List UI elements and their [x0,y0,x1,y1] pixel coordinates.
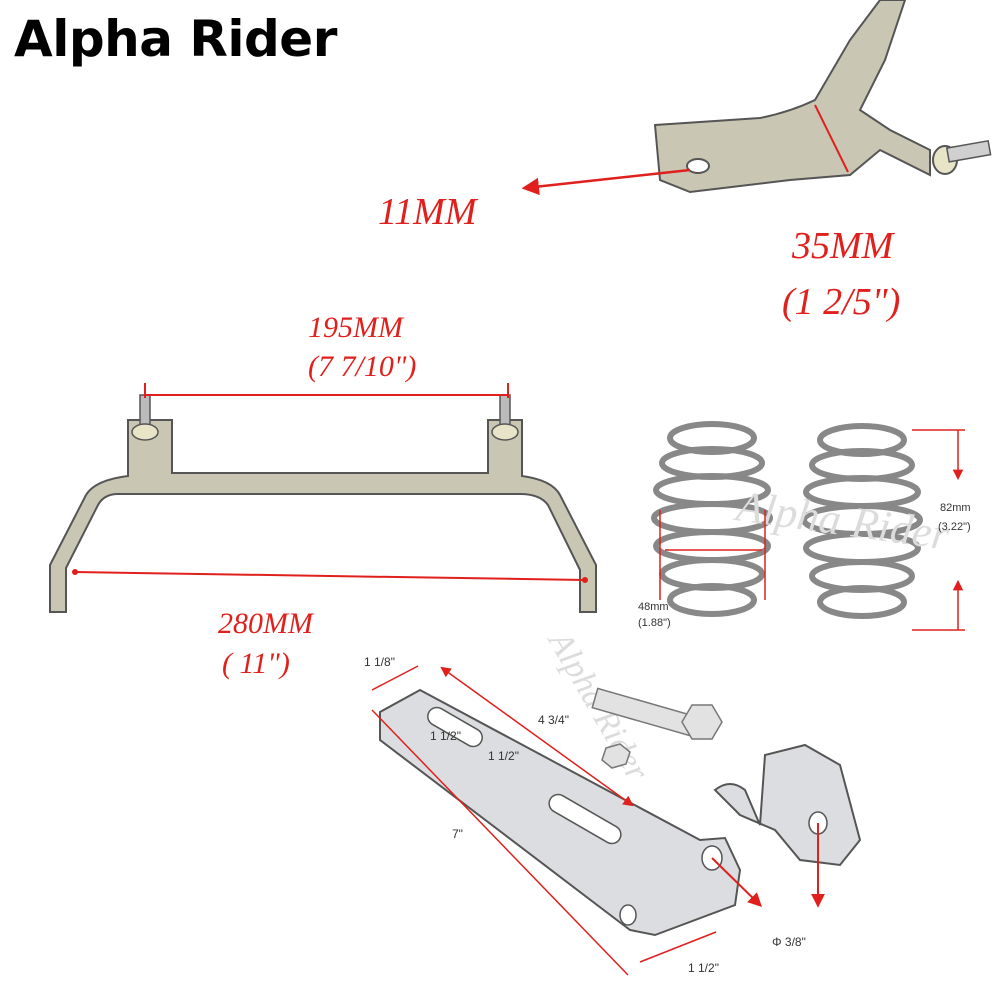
width-in-label: (1 2/5") [782,281,900,323]
hole-dia-arrow [711,857,763,907]
base-dimension-line [74,571,586,581]
clip-bracket-icon [713,743,862,867]
bracket-width-line [371,665,419,691]
base-in-label: ( 11") [222,647,290,680]
spring-diameter-mm: 48mm [638,601,669,613]
bracket-length-label: 7" [452,827,463,841]
width-mm-label: 35MM [791,225,896,267]
spring-height-mm: 82mm [940,502,971,514]
spring-height-in: (3.22") [938,521,971,533]
mount-hole-icon [686,158,710,174]
foot-width-label: 1 1/2" [688,961,719,975]
slot2-label: 1 1/2" [488,749,519,763]
bracket-long-label: 4 3/4" [538,713,569,727]
hole-dia-label: Φ 3/8" [772,935,806,949]
slot1-label: 1 1/2" [430,729,461,743]
bracket-long-line [440,666,634,807]
stud-left-icon [131,394,159,441]
brand-title: Alpha Rider [14,10,337,68]
hole-label: 11MM [378,191,479,233]
bolt-icon [932,139,992,175]
spring-right-icon [801,423,923,619]
base-mm-label: 280MM [218,607,315,640]
span-mm-label: 195MM [308,311,405,344]
span-in-label: (7 7/10") [308,350,416,383]
bracket-width-label: 1 1/8" [364,655,395,669]
stud-right-icon [491,394,519,441]
base-bracket [49,394,597,613]
bracket-length-line [371,709,629,976]
spring-left-icon [651,421,773,617]
hole-arrow [521,168,691,196]
spring-diameter-in: (1.88") [638,617,671,629]
foot-width-line [639,931,717,963]
width-dimension-line [814,104,849,173]
bracket-closeup [653,0,992,194]
